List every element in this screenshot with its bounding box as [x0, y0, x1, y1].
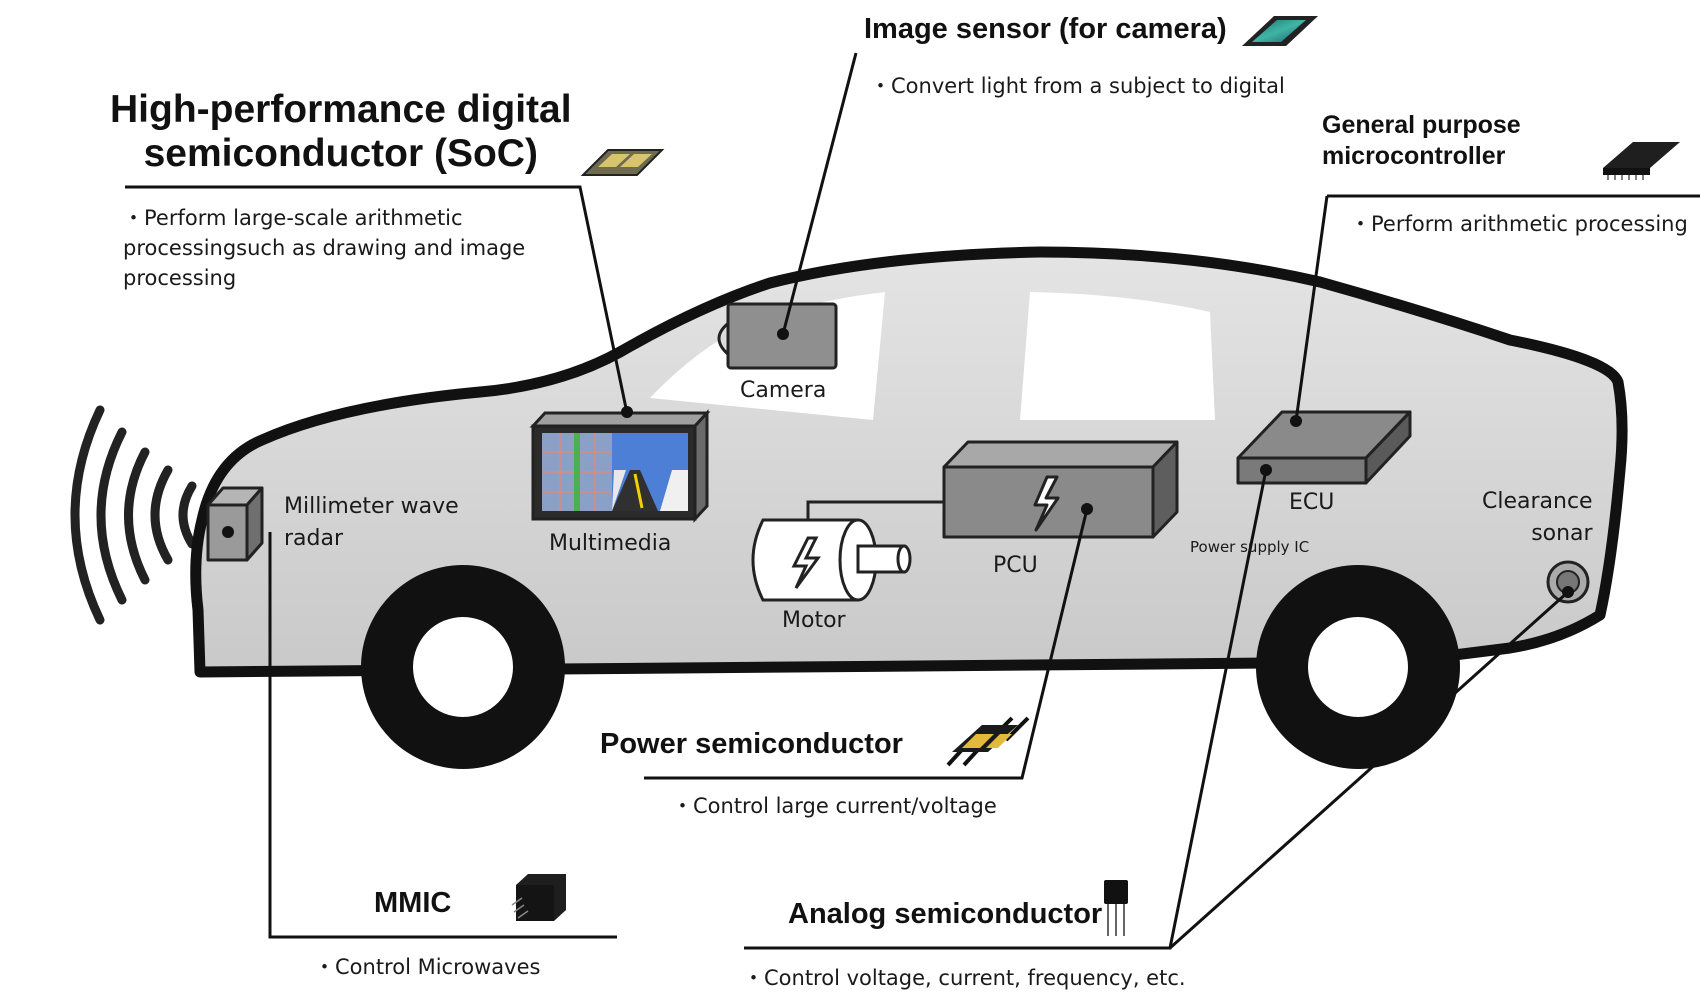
pcu-box-icon	[942, 440, 1179, 539]
multimedia-label: Multimedia	[549, 531, 672, 556]
image-sensor-title: Image sensor (for camera)	[864, 13, 1227, 45]
camera-label: Camera	[740, 378, 827, 403]
mmic-chip-icon	[511, 874, 566, 921]
power-supply-ic-label: Power supply IC	[1190, 538, 1310, 556]
motor-icon	[751, 518, 912, 602]
radar-label: Millimeter wave radar	[284, 494, 459, 551]
front-wheel	[361, 565, 565, 769]
ecu-box-icon	[1236, 410, 1412, 485]
motor-label: Motor	[782, 608, 846, 633]
mmic-title: MMIC	[374, 887, 452, 919]
transistor-icon	[1104, 880, 1128, 936]
power-chip-icon	[946, 716, 1030, 767]
leader-lines	[125, 52, 1700, 950]
radar-waves-icon	[70, 405, 197, 625]
leader-dots	[222, 328, 1574, 598]
rear-window	[1020, 292, 1215, 420]
sonar-icon	[1546, 560, 1590, 604]
image-sensor-description: ・Convert light from a subject to digital	[870, 74, 1285, 98]
microcontroller-description: ・Perform arithmetic processing	[1350, 212, 1688, 236]
soc-chip-icon	[580, 149, 665, 176]
pcu-label: PCU	[993, 553, 1038, 578]
sonar-label: Clearance sonar	[1482, 489, 1593, 546]
ecu-label: ECU	[1289, 490, 1335, 515]
image-sensor-chip-icon	[1242, 16, 1318, 46]
power-semiconductor-description: ・Control large current/voltage	[672, 794, 997, 818]
multimedia-screen-icon	[529, 409, 711, 523]
car-body	[190, 246, 1628, 678]
soc-description: ・Perform large-scale arithmetic processi…	[123, 206, 526, 290]
mmic-description: ・Control Microwaves	[314, 955, 541, 979]
microcontroller-title: General purpose microcontroller	[1322, 111, 1521, 170]
microcontroller-chip-icon	[1603, 142, 1680, 180]
radar-box-icon	[206, 486, 264, 562]
rear-wheel	[1256, 565, 1460, 769]
analog-semiconductor-description: ・Control voltage, current, frequency, et…	[743, 966, 1186, 990]
motor-pcu-wire	[806, 500, 944, 520]
soc-title: High-performance digital semiconductor (…	[110, 88, 572, 175]
power-semiconductor-title: Power semiconductor	[600, 728, 903, 760]
analog-semiconductor-title: Analog semiconductor	[788, 898, 1103, 930]
